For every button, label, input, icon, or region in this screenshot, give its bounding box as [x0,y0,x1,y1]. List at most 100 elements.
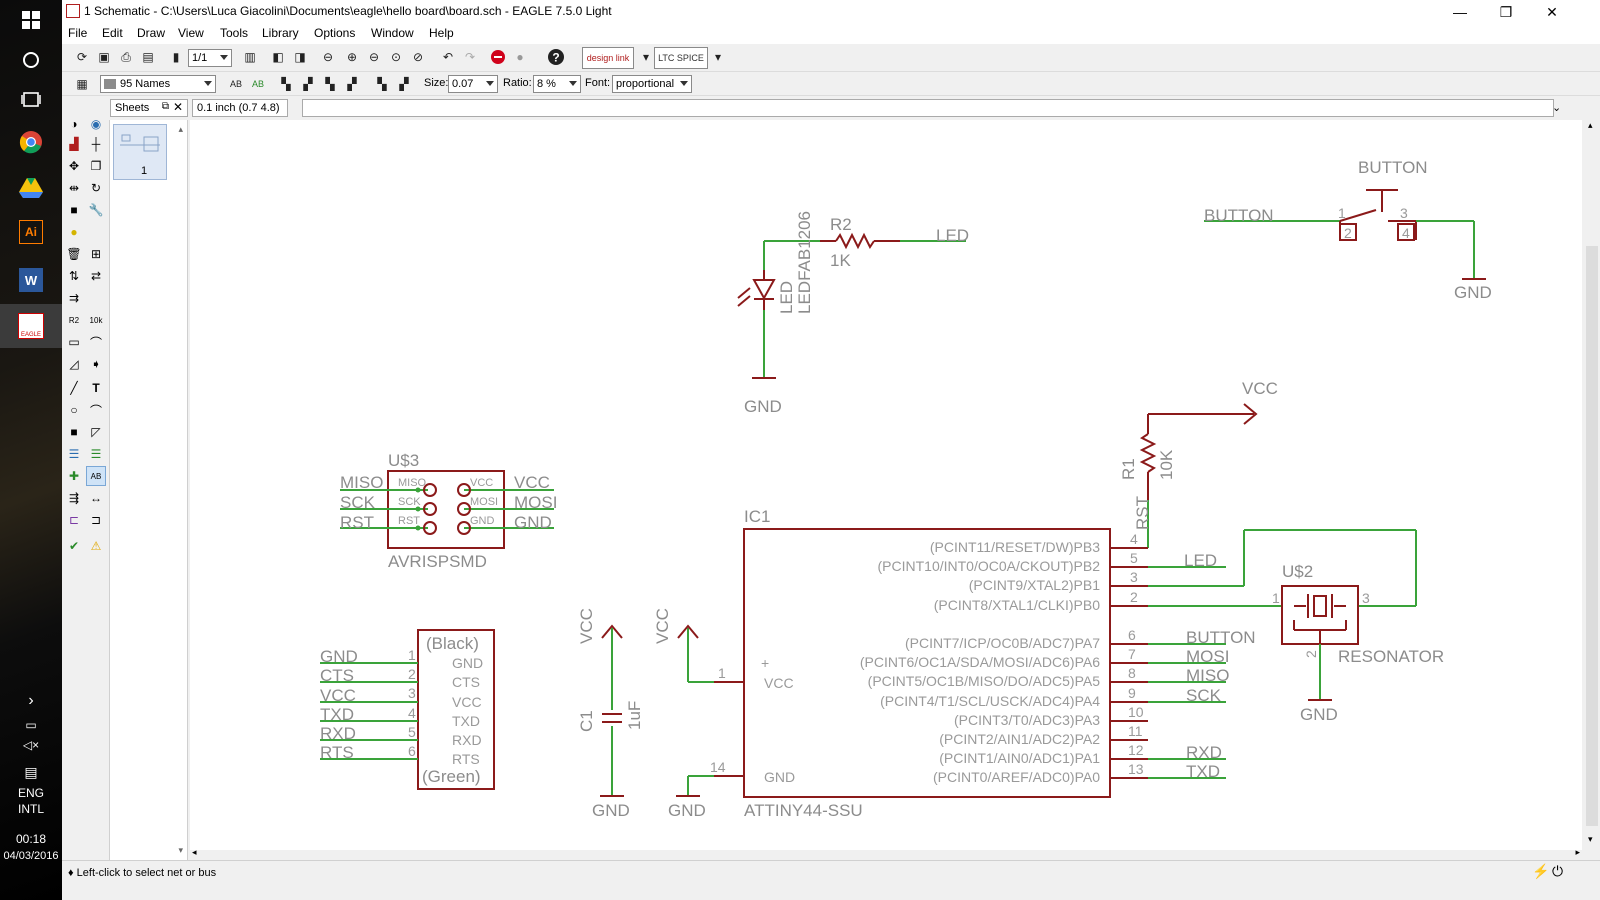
ltc-spice-button[interactable]: LTC SPICE [654,47,708,69]
menu-file[interactable]: File [68,26,88,40]
split-icon[interactable]: ◿ [69,357,79,371]
battery-icon[interactable]: ▭ [25,718,37,732]
cortana-icon[interactable] [11,40,51,80]
info-icon[interactable]: ◑ [70,117,78,131]
clock-date[interactable]: 04/03/2016 [3,850,59,862]
word-icon[interactable]: W [11,260,51,300]
zoom-redraw-icon[interactable]: ⊙ [390,50,402,64]
smash-icon[interactable]: ▭ [68,335,80,349]
stop-status-icon[interactable]: ⏻ [1552,863,1564,879]
display-icon[interactable]: ▟ [69,137,79,151]
value-icon[interactable]: 10k [89,315,103,325]
save-icon[interactable]: ▣ [98,50,110,64]
wire-icon[interactable]: ╱ [70,381,78,395]
sheet-thumbnail[interactable]: 1 [113,124,167,180]
ratio-select[interactable]: 8 % [533,75,581,93]
size-select[interactable]: 0.07 [448,75,498,93]
scroll-right-icon[interactable]: ▸ [1575,847,1580,857]
menu-options[interactable]: Options [314,26,356,40]
cam-icon[interactable]: ▤ [142,50,154,64]
undo-icon[interactable]: ↶ [442,50,454,64]
vertical-scrollbar[interactable]: ▴ ▾ [1584,120,1600,850]
help-icon[interactable]: ? [546,47,566,67]
circle-icon[interactable]: ○ [70,403,78,417]
mirror-icon[interactable]: ⇹ [68,181,80,195]
align-right-icon[interactable]: ▞ [399,77,409,91]
command-input[interactable] [302,99,1554,117]
align-left-icon[interactable]: ▚ [377,77,387,91]
stop-icon[interactable] [488,47,508,67]
task-view-icon[interactable] [11,80,51,120]
move-icon[interactable]: ✥ [68,159,80,173]
close-button[interactable]: ✕ [1546,3,1558,20]
eagle-icon[interactable]: EAGLE [0,304,62,348]
label-icon[interactable]: AB [86,466,106,486]
align-top-icon[interactable]: ▞ [303,77,313,91]
mirror-text-icon[interactable]: AB [251,79,264,89]
led-diode[interactable]: LED LEDFAB1206 GND [737,211,814,416]
r1-resistor[interactable]: VCC R1 10K RST [1119,379,1278,548]
rotate-icon[interactable]: ↻ [90,181,102,195]
erc-icon[interactable]: ✔ [68,539,80,553]
language-variant[interactable]: INTL [17,802,44,816]
rect-icon[interactable]: ■ [70,425,78,439]
menu-help[interactable]: Help [429,26,454,40]
menu-view[interactable]: View [178,26,204,40]
notification-icon[interactable]: ▤ [24,764,38,780]
redo-icon[interactable]: ↷ [464,50,476,64]
c1-capacitor[interactable]: VCC GND C1 1uF [577,608,644,820]
grid-icon[interactable]: ▦ [76,77,88,91]
frame-icon[interactable]: ⊏ [68,513,80,527]
u2-resonator[interactable]: U$2 1 2 3 RESONATOR [1272,562,1444,724]
go-icon[interactable]: ● [516,50,524,64]
group-icon[interactable]: ■ [70,203,78,217]
scroll-left-icon[interactable]: ◂ [192,847,197,857]
volume-muted-icon[interactable]: ◁× [22,738,40,752]
menu-draw[interactable]: Draw [137,26,166,40]
horizontal-scrollbar[interactable]: ◂ ▸ [190,847,1582,860]
board-switch-icon[interactable]: ◧ [272,50,284,64]
net-icon[interactable]: ☰ [90,447,102,461]
ic1-attiny44[interactable]: IC1 ATTINY44-SSU VCC GND + 1 14 [710,507,1111,820]
sheets-scroll-down-icon[interactable]: ▾ [178,845,183,855]
attribute-icon[interactable]: ⇶ [68,491,80,505]
align-bottom-icon[interactable]: ▞ [347,77,357,91]
clock-time[interactable]: 00:18 [15,832,47,846]
polygon-icon[interactable]: ◸ [91,425,101,439]
button-switch[interactable]: BUTTON BUTTON 1 2 3 4 [1204,158,1492,302]
schematic-drawing[interactable]: R2 1K LED LED LEDFAB1206 GND [190,120,1582,850]
chevron-up-icon[interactable]: › [28,692,34,709]
menu-library[interactable]: Library [262,26,299,40]
bus-icon[interactable]: ☰ [68,447,80,461]
change-icon[interactable]: 🔧 [88,203,104,217]
zoom-out-icon[interactable]: ⊖ [368,50,380,64]
module-icon[interactable]: ⊐ [90,513,102,527]
align-text-icon[interactable]: AB [229,79,242,89]
print-icon[interactable]: ⎙ [121,49,131,64]
open-icon[interactable]: ⟳ [76,50,88,64]
delete-icon[interactable]: 🗑 [66,247,82,261]
layer-select[interactable]: 95 Names [100,75,216,93]
menu-edit[interactable]: Edit [102,26,123,40]
name-icon[interactable]: R2 [68,315,80,325]
ftdi-header[interactable]: (Black) (Green) GND CTS VCC TXD RXD RTS … [320,629,495,790]
maximize-button[interactable]: ❐ [1499,3,1513,20]
zoom-select-icon[interactable]: ⊘ [412,50,424,64]
add-icon[interactable]: ⊞ [90,247,102,261]
junction-icon[interactable]: ✚ [68,469,80,483]
windows-start-icon[interactable] [11,0,51,40]
paste-icon[interactable]: ● [70,225,78,239]
align-topleft-icon[interactable]: ▚ [281,77,291,91]
dimension-icon[interactable]: ↔ [90,491,102,505]
pinswap-icon[interactable]: ⇅ [68,269,80,283]
arc-icon[interactable]: ⌒ [89,403,102,418]
scroll-down-icon[interactable]: ▾ [1588,834,1593,844]
sheets-tab[interactable]: Sheets ⧉ ✕ [110,99,188,117]
drive-icon[interactable] [11,168,51,208]
minimize-button[interactable]: — [1453,4,1467,20]
vertical-scroll-thumb[interactable] [1586,246,1598,826]
show-icon[interactable]: ◉ [90,117,102,131]
copy-icon[interactable]: ❐ [90,159,102,173]
u3-avrisp-header[interactable]: U$3 MISO [340,451,557,571]
menu-window[interactable]: Window [371,26,414,40]
